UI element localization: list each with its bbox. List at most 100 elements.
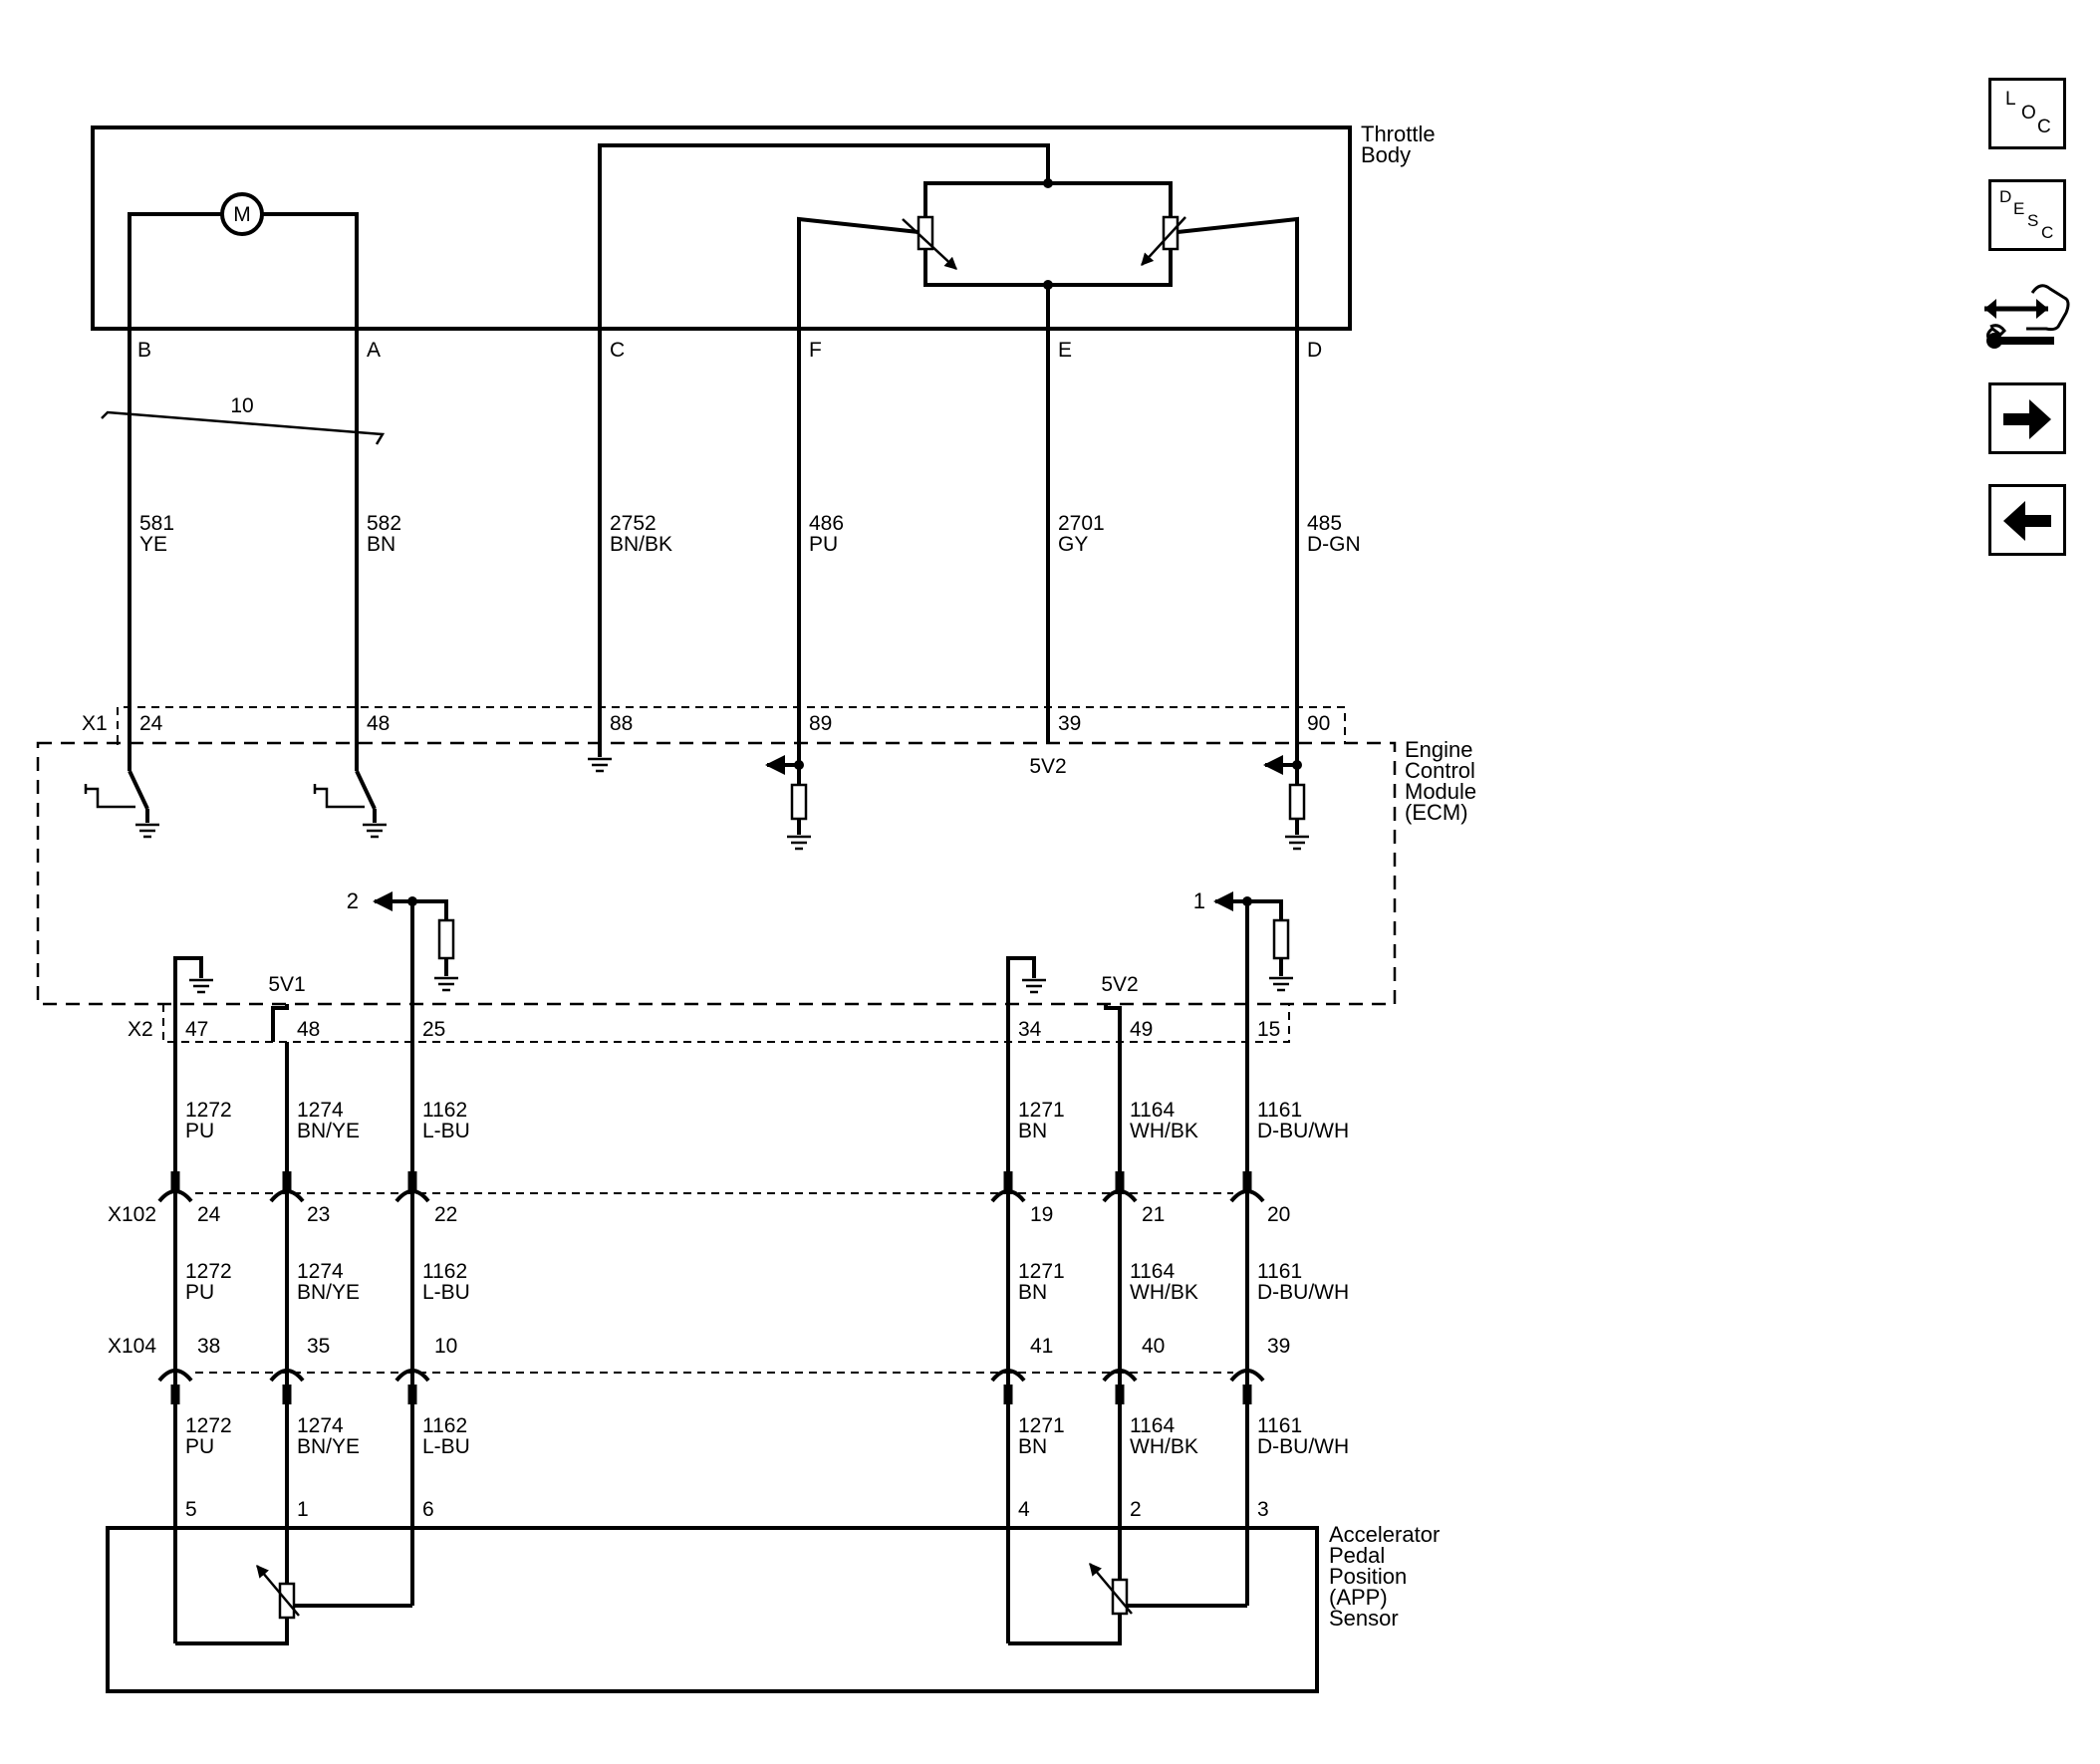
tb-pin-d: D [1307, 339, 1322, 362]
motor-label: M [233, 203, 251, 226]
connector-x102: X102 24 23 22 19 21 20 [108, 1171, 1290, 1226]
circuit-1164-number: 1164 [1130, 1414, 1175, 1437]
throttle-circuit-labels: 581 YE 582 BN 2752 BN/BK 486 PU 2701 GY … [139, 512, 1361, 556]
circuit-1161-number: 1161 [1257, 1260, 1302, 1283]
circuit-1271-color: BN [1018, 1435, 1047, 1458]
circuit-1274-number: 1274 [297, 1099, 344, 1122]
throttle-wires: 10 [101, 329, 1299, 771]
x102-label: X102 [108, 1203, 156, 1226]
circuit-1164-color: WH/BK [1130, 1281, 1198, 1304]
circuit-582-number: 582 [367, 512, 401, 535]
circuit-1162-number: 1162 [422, 1414, 467, 1437]
app-pin-6: 6 [422, 1498, 434, 1521]
circuit-1162-color: L-BU [422, 1281, 470, 1304]
x1-pin-24: 24 [139, 712, 163, 735]
circuit-486-number: 486 [809, 512, 844, 535]
x2-pin-34: 34 [1018, 1018, 1042, 1041]
circuit-2701-color: GY [1058, 533, 1088, 556]
app-label-1: Accelerator [1329, 1522, 1440, 1547]
description-button[interactable]: D E S C [1988, 179, 2066, 251]
loc-letter-c: C [2037, 117, 2051, 137]
circuit-1272-number: 1272 [185, 1099, 232, 1122]
throttle-body: Throttle Body M B A C F E [91, 122, 1436, 362]
twisted-pair-label: 10 [230, 394, 253, 417]
ecm-label-2: Control [1405, 758, 1475, 783]
circuit-1272-number: 1272 [185, 1260, 232, 1283]
tb-pin-f: F [809, 339, 822, 362]
circuit-1161-color: D-BU/WH [1257, 1435, 1349, 1458]
circuit-1161-number: 1161 [1257, 1099, 1302, 1122]
x102-pin-21: 21 [1142, 1203, 1165, 1226]
arrow-1-label: 1 [1193, 888, 1205, 913]
arrow-right-icon [2003, 399, 2051, 439]
app-pin-5: 5 [185, 1498, 197, 1521]
x2-pin-47: 47 [185, 1018, 208, 1041]
app-pin-1: 1 [297, 1498, 309, 1521]
circuit-1271-number: 1271 [1018, 1260, 1065, 1283]
ground-88-icon [586, 757, 614, 773]
circuit-1162-color: L-BU [422, 1120, 470, 1142]
previous-button[interactable] [1988, 484, 2066, 556]
circuit-485-color: D-GN [1307, 533, 1361, 556]
circuit-1271-color: BN [1018, 1120, 1047, 1142]
x104-pin-35: 35 [307, 1335, 330, 1358]
circuit-582-color: BN [367, 533, 395, 556]
x104-label: X104 [108, 1335, 156, 1358]
app-sensor: 5 1 6 4 2 3 Accelerator Pedal Position (… [106, 1498, 1440, 1693]
x2-pin-48: 48 [297, 1018, 320, 1041]
x1-pin-90: 90 [1307, 712, 1330, 735]
x104-pin-38: 38 [197, 1335, 220, 1358]
app1-low-ref [173, 956, 215, 1042]
x102-pin-20: 20 [1267, 1203, 1290, 1226]
circuit-1271-number: 1271 [1018, 1099, 1065, 1122]
x1-connector-label: X1 [82, 712, 108, 735]
circuit-2701-number: 2701 [1058, 512, 1105, 535]
throttle-body-label-2: Body [1361, 142, 1411, 167]
circuit-1161-color: D-BU/WH [1257, 1281, 1349, 1304]
x102-pin-19: 19 [1030, 1203, 1053, 1226]
tps-low-ref-wire [598, 143, 1050, 329]
ref-5v1-label: 5V1 [268, 973, 305, 996]
circuit-485-number: 485 [1307, 512, 1342, 535]
tb-pin-c: C [610, 339, 625, 362]
tb-pin-e: E [1058, 339, 1072, 362]
arrow-left-icon [2003, 501, 2051, 541]
location-button[interactable]: L O C [1988, 78, 2066, 149]
app1-signal-circuit: 2 [347, 888, 460, 1042]
circuit-2752-color: BN/BK [610, 533, 672, 556]
circuit-1162-number: 1162 [422, 1099, 467, 1122]
circuit-1164-number: 1164 [1130, 1099, 1175, 1122]
app-label-4: (APP) [1329, 1585, 1388, 1610]
tb-pin-b: B [137, 339, 151, 362]
x1-pin-89: 89 [809, 712, 832, 735]
app-sensor-1 [175, 1565, 412, 1645]
x1-pin-88: 88 [610, 712, 633, 735]
circuit-1274-color: BN/YE [297, 1120, 360, 1142]
next-button[interactable] [1988, 382, 2066, 454]
throttle-position-sensors [797, 178, 1299, 329]
circuit-1274-color: BN/YE [297, 1435, 360, 1458]
ecm-label-1: Engine [1405, 737, 1473, 762]
motor-driver-switch-1 [84, 770, 161, 839]
circuit-1164-color: WH/BK [1130, 1120, 1198, 1142]
circuit-1274-color: BN/YE [297, 1281, 360, 1304]
circuit-1272-color: PU [185, 1120, 214, 1142]
desc-letter-d: D [1999, 187, 2011, 206]
app-pin-3: 3 [1257, 1498, 1269, 1521]
x1-pin-48: 48 [367, 712, 390, 735]
circuit-1272-color: PU [185, 1435, 214, 1458]
app-wires [173, 1042, 1249, 1643]
app-circuit-labels: 1272 PU 1274 BN/YE 1162 L-BU 1271 BN 116… [185, 1099, 1349, 1458]
x104-pin-41: 41 [1030, 1335, 1053, 1358]
x2-pin-15: 15 [1257, 1018, 1280, 1041]
app2-low-ref [1006, 956, 1048, 1042]
throttle-body-label-1: Throttle [1361, 122, 1436, 146]
x102-pin-24: 24 [197, 1203, 221, 1226]
x104-pin-10: 10 [434, 1335, 457, 1358]
circuit-1164-number: 1164 [1130, 1260, 1175, 1283]
ecm-label-4: (ECM) [1405, 800, 1468, 825]
arrow-2-label: 2 [347, 888, 359, 913]
connector-view-button[interactable] [1980, 279, 2072, 359]
circuit-1162-number: 1162 [422, 1260, 467, 1283]
